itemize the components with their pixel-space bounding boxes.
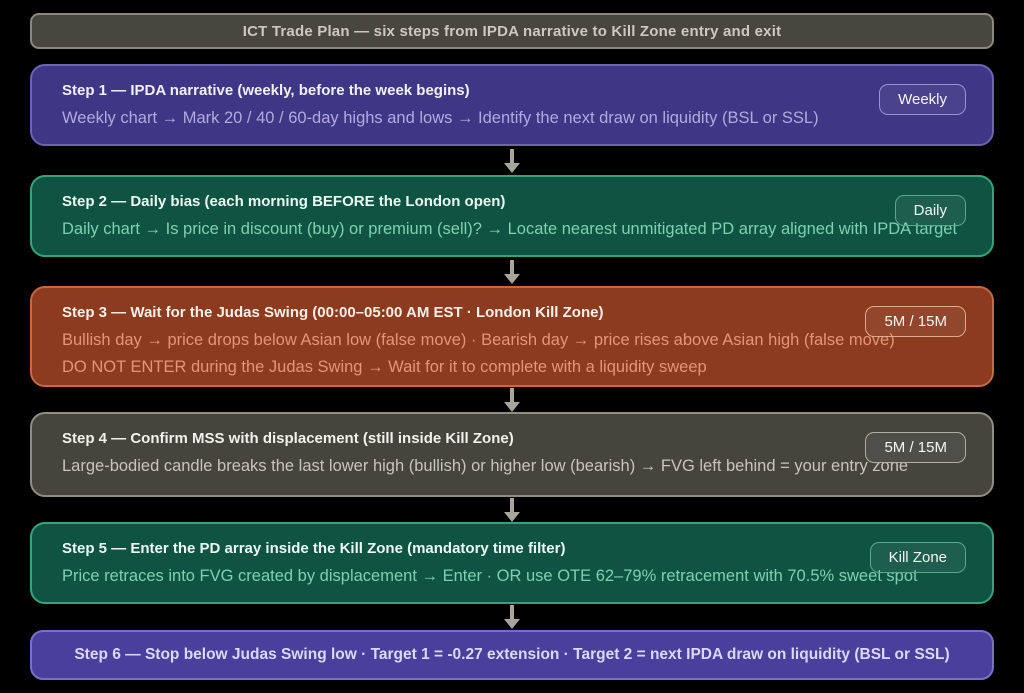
step-5-box: Step 5 — Enter the PD array inside the K… [30, 522, 994, 604]
step-3-box: Step 3 — Wait for the Judas Swing (00:00… [30, 286, 994, 387]
step-5-body: Price retraces into FVG created by displ… [62, 567, 918, 585]
step-1-box: Step 1 — IPDA narrative (weekly, before … [30, 64, 994, 146]
step-3-title: Step 3 — Wait for the Judas Swing (00:00… [62, 304, 604, 321]
step-3-body-line-2: DO NOT ENTER during the Judas Swing → Wa… [62, 358, 707, 376]
step-3-body-line-1: Bullish day → price drops below Asian lo… [62, 331, 895, 349]
down-arrow-icon [504, 497, 520, 522]
flow-connector-4 [30, 497, 994, 522]
step-4-box: Step 4 — Confirm MSS with displacement (… [30, 412, 994, 497]
down-arrow-icon [504, 259, 520, 284]
step-2-body: Daily chart → Is price in discount (buy)… [62, 220, 958, 238]
step-6-box: Step 6 — Stop below Judas Swing low · Ta… [30, 630, 994, 680]
step-2-box: Step 2 — Daily bias (each morning BEFORE… [30, 175, 994, 257]
step-5-timeframe-badge: Kill Zone [869, 542, 966, 573]
flow-connector-3 [30, 387, 994, 412]
step-1-body: Weekly chart → Mark 20 / 40 / 60-day hig… [62, 109, 819, 127]
down-arrow-icon [504, 605, 520, 629]
step-4-title: Step 4 — Confirm MSS with displacement (… [62, 430, 514, 447]
down-arrow-icon [504, 387, 520, 412]
step-1-timeframe-badge: Weekly [879, 84, 966, 115]
chart-title: ICT Trade Plan — six steps from IPDA nar… [242, 22, 782, 40]
step-5-title: Step 5 — Enter the PD array inside the K… [62, 540, 566, 557]
step-2-timeframe-badge: Daily [894, 195, 966, 226]
flow-connector-2 [30, 257, 994, 286]
down-arrow-icon [504, 148, 520, 173]
step-4-timeframe-badge: 5M / 15M [865, 432, 966, 463]
step-2-title: Step 2 — Daily bias (each morning BEFORE… [62, 193, 506, 210]
step-1-title: Step 1 — IPDA narrative (weekly, before … [62, 82, 470, 99]
step-3-timeframe-badge: 5M / 15M [865, 306, 966, 337]
step-4-body: Large-bodied candle breaks the last lowe… [62, 457, 909, 475]
chart-header: ICT Trade Plan — six steps from IPDA nar… [30, 13, 994, 49]
flow-connector-5 [30, 604, 994, 630]
flowchart-canvas: ICT Trade Plan — six steps from IPDA nar… [30, 13, 994, 680]
step-6-title: Step 6 — Stop below Judas Swing low · Ta… [74, 646, 950, 663]
flow-connector-1 [30, 146, 994, 175]
